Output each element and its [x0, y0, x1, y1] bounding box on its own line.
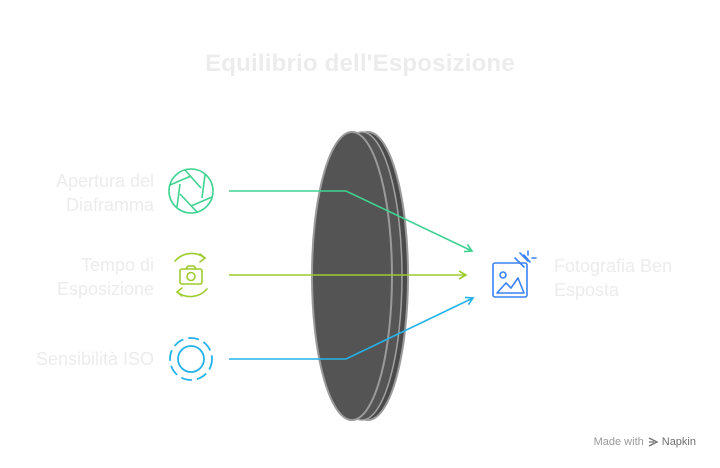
- photo-icon: [492, 250, 537, 298]
- label-exposure-time-line1: Tempo di: [80, 255, 154, 275]
- aperture-icon: [168, 168, 214, 214]
- iso-circle-icon: [169, 337, 213, 381]
- label-output: Fotografia Ben Esposta: [554, 254, 714, 302]
- napkin-logo-icon: [648, 437, 658, 447]
- label-exposure-time-line2: Esposizione: [56, 279, 154, 299]
- connector-aperture: [229, 190, 474, 253]
- label-aperture-line1: Apertura del: [55, 171, 154, 191]
- camera-rotate-icon: [174, 252, 208, 298]
- label-exposure-time: Tempo di Esposizione: [20, 253, 154, 301]
- label-aperture: Apertura del Diaframma: [20, 169, 154, 217]
- label-iso: Sensibilità ISO: [10, 347, 154, 371]
- label-iso-line1: Sensibilità ISO: [35, 349, 154, 369]
- connector-iso: [229, 296, 475, 360]
- footer-credit: Made with Napkin: [594, 436, 696, 448]
- label-output-line1: Fotografia Ben: [554, 256, 673, 276]
- label-output-line2: Esposta: [554, 280, 620, 300]
- lens-disc: [311, 131, 409, 421]
- footer-prefix: Made with: [593, 436, 644, 448]
- diagram-title: Equilibrio dell'Esposizione: [205, 50, 515, 77]
- footer-brand: Napkin: [661, 436, 696, 448]
- label-aperture-line2: Diaframma: [65, 195, 154, 215]
